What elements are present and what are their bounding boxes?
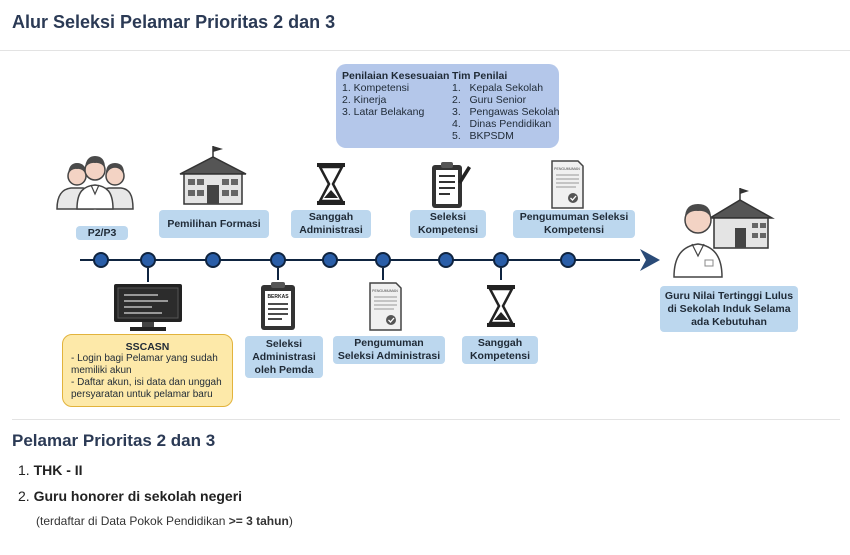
label-pengumuman-seleksi-administrasi: Pengumuman Seleksi Administrasi: [333, 336, 445, 364]
teacher-school-icon: [673, 188, 775, 278]
hourglass-icon: [317, 163, 345, 205]
note-suffix: ): [288, 514, 293, 528]
assessor-item: 1. Kepala Sekolah: [452, 82, 544, 94]
label-seleksi-kompetensi: Seleksi Kompetensi: [410, 210, 486, 238]
timeline-node: [560, 252, 576, 268]
list-item-number: 1.: [18, 462, 30, 478]
assessment-item: 1. Kompetensi: [342, 82, 410, 94]
assessment-title: Penilaian Kesesuaian: [342, 70, 450, 82]
section-divider: [12, 419, 840, 420]
people-icon: [56, 156, 134, 210]
sscasn-panel: SSCASN - Login bagi Pelamar yang sudah m…: [62, 334, 233, 407]
list-item-number: 2.: [18, 488, 30, 504]
list-item-note: (terdaftar di Data Pokok Pendidikan >= 3…: [36, 514, 293, 528]
top-divider: [0, 50, 850, 51]
label-result: Guru Nilai Tertinggi Lulus di Sekolah In…: [660, 286, 798, 332]
list-item: 1. THK - II: [18, 462, 83, 478]
timeline-node: [140, 252, 156, 268]
sscasn-line: - Daftar akun, isi data dan unggah persy…: [71, 377, 222, 400]
berkas-text: BERKAS: [267, 294, 289, 300]
label-pemilihan-formasi: Pemilihan Formasi: [159, 210, 269, 238]
label-seleksi-administrasi-pemda: Seleksi Administrasi oleh Pemda: [245, 336, 323, 378]
list-item-text: Guru honorer di sekolah negeri: [33, 488, 243, 504]
timeline-stem: [277, 268, 279, 280]
list-item: 2. Guru honorer di sekolah negeri: [18, 488, 242, 504]
page-title: Alur Seleksi Pelamar Prioritas 2 dan 3: [12, 12, 336, 32]
label-sanggah-kompetensi: Sanggah Kompetensi: [462, 336, 538, 364]
assessor-item: 3. Pengawas Sekolah: [452, 106, 560, 118]
clipboard-icon: [432, 162, 471, 208]
assessor-item: 5. BKPSDM: [452, 130, 514, 142]
timeline-stem: [147, 268, 149, 282]
assessment-item: 2. Kinerja: [342, 94, 387, 106]
timeline-node: [322, 252, 338, 268]
hourglass-icon: [487, 285, 515, 327]
timeline-stem: [500, 268, 502, 280]
timeline-node: [93, 252, 109, 268]
sscasn-line: - Login bagi Pelamar yang sudah memiliki…: [71, 353, 218, 376]
timeline-node: [205, 252, 221, 268]
assessment-item: 3. Latar Belakang: [342, 106, 425, 118]
monitor-icon: [114, 284, 182, 331]
assessment-panel: Penilaian Kesesuaian 1. Kompetensi 2. Ki…: [336, 64, 559, 148]
assessor-item: 2. Guru Senior: [452, 94, 527, 106]
assessor-item: 4. Dinas Pendidikan: [452, 118, 552, 130]
label-p2p3: P2/P3: [76, 226, 128, 240]
note-prefix: (terdaftar di Data Pokok Pendidikan: [36, 514, 229, 528]
label-sanggah-administrasi: Sanggah Administrasi: [291, 210, 371, 238]
timeline-line: [80, 249, 660, 271]
berkas-folder-icon: BERKAS: [261, 282, 295, 330]
announcement-text: PENGUMUMAN: [554, 167, 580, 171]
announcement-text: PENGUMUMAN: [372, 289, 398, 293]
timeline-node: [375, 252, 391, 268]
timeline-node: [493, 252, 509, 268]
sscasn-title: SSCASN: [125, 341, 170, 353]
assessor-title: Tim Penilai: [452, 70, 508, 82]
announcement-document-icon: PENGUMUMAN: [551, 160, 584, 209]
list-item-text: THK - II: [33, 462, 83, 478]
note-bold: >= 3 tahun: [228, 514, 289, 528]
section-title: Pelamar Prioritas 2 dan 3: [12, 431, 216, 450]
label-pengumuman-seleksi-kompetensi: Pengumuman Seleksi Kompetensi: [513, 210, 635, 238]
announcement-document-icon: PENGUMUMAN: [369, 282, 402, 331]
timeline-node: [438, 252, 454, 268]
timeline-stem: [382, 268, 384, 280]
timeline-node: [270, 252, 286, 268]
office-building-icon: [179, 146, 247, 205]
